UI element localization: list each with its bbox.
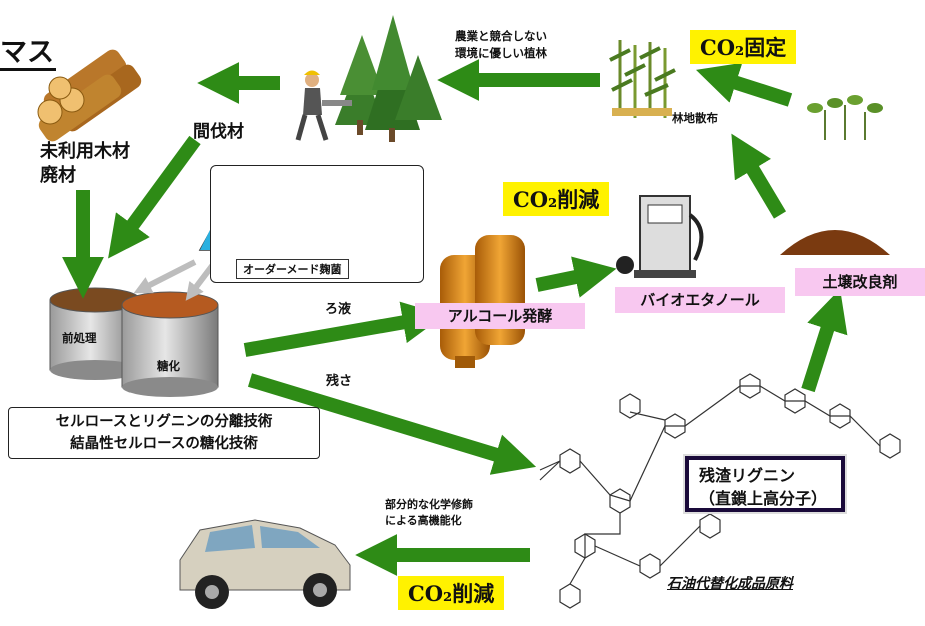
alcohol-fermentation-label: アルコール発酵: [415, 303, 585, 329]
soil-pile-illustration: [780, 230, 890, 255]
forest-spread-label: 林地散布: [672, 111, 718, 125]
tech-line-2: 結晶性セルロースの糖化技術: [70, 436, 258, 452]
arrow-soil-to-spread: [731, 133, 787, 219]
co2-fixation-badge: CO₂固定: [690, 30, 797, 64]
suv-illustration: [179, 519, 351, 609]
lignin-structure-illustration: [539, 373, 901, 609]
co2-reduction-bottom-badge: CO₂削減: [398, 576, 505, 610]
arrow-lignin-to-soil: [801, 288, 848, 393]
bioethanol-label: バイオエタノール: [615, 287, 785, 313]
residual-lignin-box: 残渣リグニン （直鎖上高分子）: [685, 456, 845, 512]
pretreatment-label: 前処理: [62, 331, 97, 345]
sprouts-illustration: [807, 95, 883, 140]
wood-label: 未利用木材 廃材: [40, 140, 130, 188]
forest-thinning-illustration: [295, 15, 442, 142]
modification-line-2: による高機能化: [385, 514, 462, 527]
pretreatment-tank: [49, 287, 141, 380]
grey-arrows: [133, 259, 218, 301]
forestation-line-2: 環境に優しい植林: [455, 46, 547, 60]
planted-seedlings-illustration: [609, 40, 676, 118]
fermentation-vessels: [440, 235, 525, 368]
filtrate-label: ろ液: [325, 302, 352, 317]
unused-wood-label: 未利用木材: [40, 141, 130, 162]
modification-line-1: 部分的な化学修飾: [385, 498, 473, 511]
fuel-pump-illustration: [616, 195, 704, 278]
petroleum-alternative-label: 石油代替化成品原料: [665, 573, 795, 593]
lignin-line-1: 残渣リグニン: [699, 466, 796, 485]
arrow-fermentation-to-ethanol: [535, 256, 617, 298]
forestation-line-1: 農業と競合しない: [455, 29, 547, 43]
thinned-wood-label: 間伐材: [193, 122, 244, 142]
modification-caption: 部分的な化学修飾 による高機能化: [385, 497, 473, 529]
custom-fungus-label: オーダーメード麹菌: [236, 259, 349, 279]
arrow-sprouts-to-planting: [696, 62, 793, 107]
green-arrows: [62, 59, 848, 576]
lignin-line-2: （直鎖上高分子）: [699, 489, 828, 508]
saccharification-tank: [121, 291, 219, 397]
co2-reduction-top-badge: CO₂削減: [503, 182, 610, 216]
soil-improver-label: 土壌改良剤: [795, 268, 925, 296]
residue-label: 残さ: [326, 374, 353, 389]
arrow-residue-to-lignin: [247, 373, 537, 475]
arrow-thinned-to-pretreatment: [108, 135, 201, 259]
wood-logs-illustration: [37, 49, 142, 142]
technology-caption: セルロースとリグニンの分離技術 結晶性セルロースの糖化技術: [8, 407, 320, 459]
arrow-filtrate-to-fermentation: [243, 301, 445, 357]
saccharification-label: 糖化: [157, 359, 180, 373]
tech-line-1: セルロースとリグニンの分離技術: [55, 414, 273, 430]
forestation-caption: 農業と競合しない 環境に優しい植林: [455, 28, 547, 62]
page-title: マス: [0, 38, 56, 71]
waste-wood-label: 廃材: [40, 165, 76, 186]
